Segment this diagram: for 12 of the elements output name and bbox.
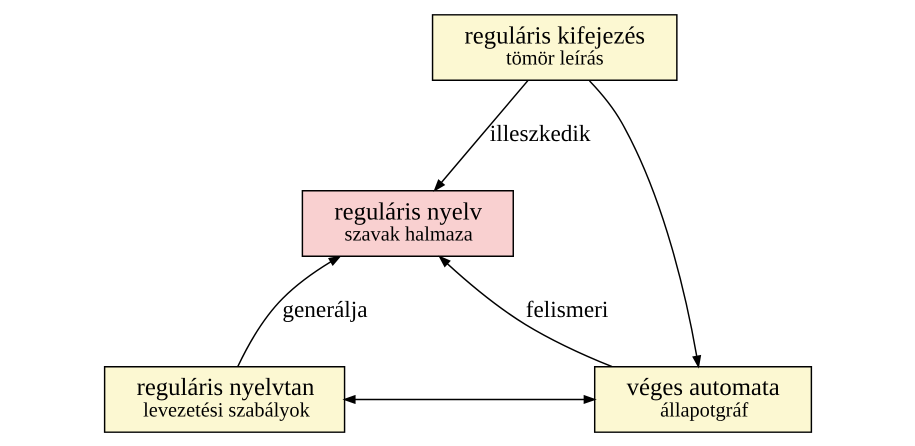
edge-label: felismeri — [525, 296, 608, 323]
arrow — [588, 80, 701, 368]
node-box: véges automata állapotgráf — [593, 366, 812, 432]
edge-label: generálja — [282, 296, 368, 323]
arrow — [342, 394, 596, 404]
arrow — [432, 79, 528, 192]
node-box: reguláris nyelv szavak halmaza — [301, 190, 514, 256]
edge-label: illeszkedik — [489, 120, 590, 147]
node-box: reguláris kifejezés tömör leírás — [431, 14, 678, 80]
node-box: reguláris nyelvtan levezetési szabályok — [103, 366, 345, 432]
arrow — [236, 254, 342, 366]
arrow — [438, 254, 612, 367]
